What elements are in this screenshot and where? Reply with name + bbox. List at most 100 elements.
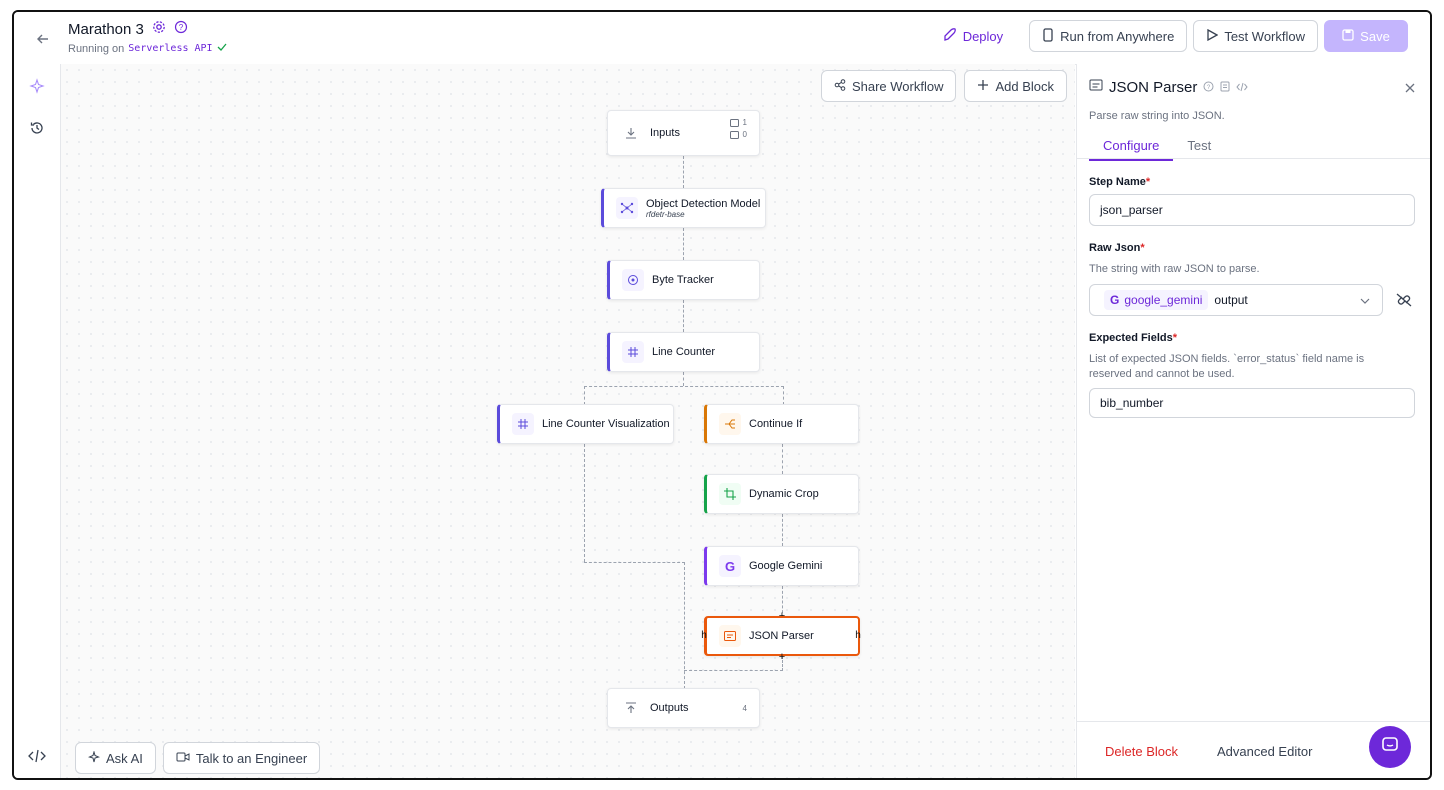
ask-ai-button[interactable]: Ask AI bbox=[75, 742, 156, 774]
node-label: Inputs bbox=[650, 127, 680, 139]
history-icon[interactable] bbox=[27, 118, 47, 138]
panel-title: JSON Parser bbox=[1109, 78, 1198, 96]
node-continue-if[interactable]: Continue If bbox=[704, 404, 859, 444]
param-count-badge: 0 bbox=[729, 130, 747, 139]
share-icon bbox=[834, 78, 846, 94]
step-name-label: Step Name* bbox=[1089, 176, 1150, 188]
edge bbox=[584, 386, 784, 405]
google-g-icon: G bbox=[1110, 293, 1120, 307]
image-count-badge: 1 bbox=[729, 118, 747, 127]
chat-icon bbox=[1380, 735, 1400, 760]
tab-configure[interactable]: Configure bbox=[1089, 134, 1174, 161]
expected-fields-value: bib_number bbox=[1100, 396, 1164, 410]
node-inputs[interactable]: Inputs 1 0 bbox=[607, 110, 760, 156]
close-icon[interactable] bbox=[1405, 80, 1415, 98]
node-label: JSON Parser bbox=[749, 630, 814, 642]
edge bbox=[782, 514, 783, 546]
workflow-title: Marathon 3 bbox=[68, 21, 144, 38]
doc-icon[interactable] bbox=[1220, 79, 1230, 96]
line-counter-icon bbox=[622, 341, 644, 363]
raw-json-select[interactable]: G google_gemini output bbox=[1089, 284, 1383, 316]
edge bbox=[683, 156, 684, 188]
add-below-icon[interactable]: + bbox=[778, 651, 786, 663]
raw-json-help: The string with raw JSON to parse. bbox=[1089, 263, 1260, 275]
node-sublabel: rfdetr-base bbox=[646, 209, 685, 219]
run-status-target: Serverless API bbox=[128, 43, 213, 54]
expected-fields-input[interactable]: bib_number bbox=[1089, 388, 1415, 418]
header: Marathon 3 ? Running on Serverless API D… bbox=[14, 12, 1430, 65]
step-name-input[interactable]: json_parser bbox=[1089, 194, 1415, 226]
source-chip: G google_gemini bbox=[1104, 290, 1209, 310]
download-icon bbox=[620, 122, 642, 144]
image-count: 1 bbox=[742, 118, 747, 127]
step-name-label-text: Step Name bbox=[1089, 176, 1146, 188]
sparkles-icon[interactable] bbox=[27, 76, 47, 96]
node-line-counter[interactable]: Line Counter bbox=[607, 332, 760, 372]
target-icon bbox=[622, 269, 644, 291]
right-handle-icon[interactable]: h bbox=[855, 630, 861, 641]
node-dynamic-crop[interactable]: Dynamic Crop bbox=[704, 474, 859, 514]
tabs-divider bbox=[1077, 158, 1430, 159]
line-counter-icon bbox=[512, 413, 534, 435]
sparkles-icon bbox=[88, 749, 100, 766]
node-google-gemini[interactable]: G Google Gemini bbox=[704, 546, 859, 586]
raw-json-label-text: Raw Json bbox=[1089, 242, 1141, 254]
deploy-label: Deploy bbox=[962, 28, 1004, 44]
node-label: Outputs bbox=[650, 702, 689, 714]
code-icon[interactable] bbox=[27, 746, 47, 766]
node-label: Continue If bbox=[749, 418, 803, 430]
help-icon[interactable]: ? bbox=[1203, 79, 1214, 96]
expected-fields-label-text: Expected Fields bbox=[1089, 332, 1173, 344]
svg-text:?: ? bbox=[1207, 85, 1211, 91]
settings-gear-icon[interactable] bbox=[152, 20, 166, 39]
required-marker: * bbox=[1172, 332, 1178, 344]
save-icon bbox=[1342, 28, 1354, 44]
unlink-icon[interactable] bbox=[1395, 292, 1413, 313]
tab-test[interactable]: Test bbox=[1187, 138, 1212, 153]
run-from-anywhere-button[interactable]: Run from Anywhere bbox=[1029, 20, 1188, 52]
check-icon bbox=[217, 42, 227, 55]
node-json-parser-selected[interactable]: JSON Parser bbox=[704, 616, 860, 656]
edge bbox=[584, 562, 685, 689]
network-icon bbox=[616, 197, 638, 219]
edge bbox=[683, 228, 684, 260]
node-byte-tracker[interactable]: Byte Tracker bbox=[607, 260, 760, 300]
code-icon[interactable] bbox=[1236, 79, 1249, 96]
deploy-button[interactable]: Deploy bbox=[931, 20, 1015, 52]
expected-fields-label: Expected Fields* bbox=[1089, 332, 1177, 344]
talk-to-engineer-button[interactable]: Talk to an Engineer bbox=[162, 742, 321, 774]
block-config-panel: JSON Parser ? Parse raw string into JSON… bbox=[1076, 64, 1430, 778]
help-icon[interactable]: ? bbox=[174, 20, 188, 39]
edge bbox=[683, 372, 684, 386]
panel-description: Parse raw string into JSON. bbox=[1089, 110, 1225, 122]
test-workflow-button[interactable]: Test Workflow bbox=[1193, 20, 1318, 52]
advanced-editor-button[interactable]: Advanced Editor bbox=[1217, 744, 1313, 759]
branch-icon bbox=[719, 413, 741, 435]
node-outputs[interactable]: Outputs 4 bbox=[607, 688, 760, 728]
node-object-detection[interactable]: Object Detection Model rfdetr-base bbox=[601, 188, 766, 228]
expected-fields-help: List of expected JSON fields. `error_sta… bbox=[1089, 353, 1365, 380]
run-status: Running on Serverless API bbox=[68, 42, 227, 55]
add-block-button[interactable]: Add Block bbox=[964, 70, 1067, 102]
node-line-counter-visualization[interactable]: Line Counter Visualization bbox=[497, 404, 674, 444]
video-icon bbox=[176, 751, 190, 766]
back-arrow-icon[interactable] bbox=[32, 28, 54, 50]
save-button[interactable]: Save bbox=[1324, 20, 1408, 52]
chat-support-button[interactable] bbox=[1369, 726, 1411, 768]
plus-icon bbox=[977, 79, 989, 94]
delete-block-button[interactable]: Delete Block bbox=[1105, 744, 1178, 759]
edge bbox=[683, 300, 684, 332]
test-label: Test Workflow bbox=[1224, 28, 1305, 44]
save-label: Save bbox=[1360, 28, 1390, 44]
share-workflow-button[interactable]: Share Workflow bbox=[820, 70, 957, 102]
ask-ai-label: Ask AI bbox=[106, 750, 143, 766]
json-parser-icon bbox=[1089, 78, 1103, 96]
panel-footer: Delete Block Advanced Editor bbox=[1077, 721, 1430, 778]
add-block-label: Add Block bbox=[995, 78, 1054, 94]
node-label: Byte Tracker bbox=[652, 274, 714, 286]
left-rail bbox=[14, 64, 61, 778]
workflow-canvas[interactable]: Share Workflow Add Block Inputs bbox=[61, 64, 1075, 778]
required-marker: * bbox=[1140, 242, 1145, 254]
left-handle-icon[interactable]: h bbox=[701, 630, 707, 641]
step-name-value: json_parser bbox=[1100, 203, 1163, 217]
